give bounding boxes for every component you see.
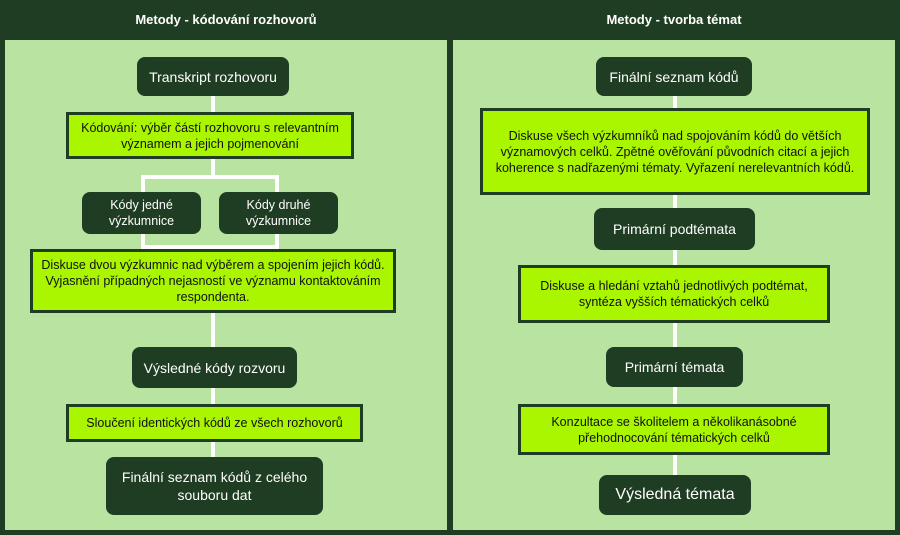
hledani-vztahu-step: Diskuse a hledání vztahů jednotlivých po… bbox=[518, 265, 830, 323]
kody-druhe-node: Kódy druhé výzkumnice bbox=[219, 192, 338, 234]
primarni-podtemata-node: Primární podtémata bbox=[594, 208, 755, 250]
right-panel-title: Metody - tvorba témat bbox=[606, 12, 742, 27]
vysledne-kody-node: Výsledné kódy rozvoru bbox=[132, 347, 297, 388]
finalni-seznam-node: Finální seznam kódů z celého souboru dat bbox=[106, 457, 323, 515]
primarni-temata-node: Primární témata bbox=[606, 347, 743, 387]
slouceni-step: Sloučení identických kódů ze všech rozho… bbox=[66, 404, 363, 442]
left-panel-title: Metody - kódování rozhovorů bbox=[135, 12, 317, 27]
vysledna-temata-node: Výsledná témata bbox=[599, 475, 751, 515]
connector bbox=[211, 313, 215, 493]
transkript-node: Transkript rozhovoru bbox=[137, 57, 289, 96]
connector bbox=[141, 175, 279, 179]
kody-jedne-node: Kódy jedné výzkumnice bbox=[82, 192, 201, 234]
finalni-seznam-kodu-node: Finální seznam kódů bbox=[596, 57, 752, 96]
connector bbox=[141, 245, 279, 249]
diskuse-step: Diskuse dvou výzkumnic nad výběrem a spo… bbox=[30, 249, 396, 313]
konzultace-step: Konzultace se školitelem a několikanásob… bbox=[518, 404, 830, 455]
diskuse-vsech-step: Diskuse všech výzkumníků nad spojováním … bbox=[480, 108, 870, 195]
kodovani-step: Kódování: výběr částí rozhovoru s releva… bbox=[66, 112, 354, 159]
